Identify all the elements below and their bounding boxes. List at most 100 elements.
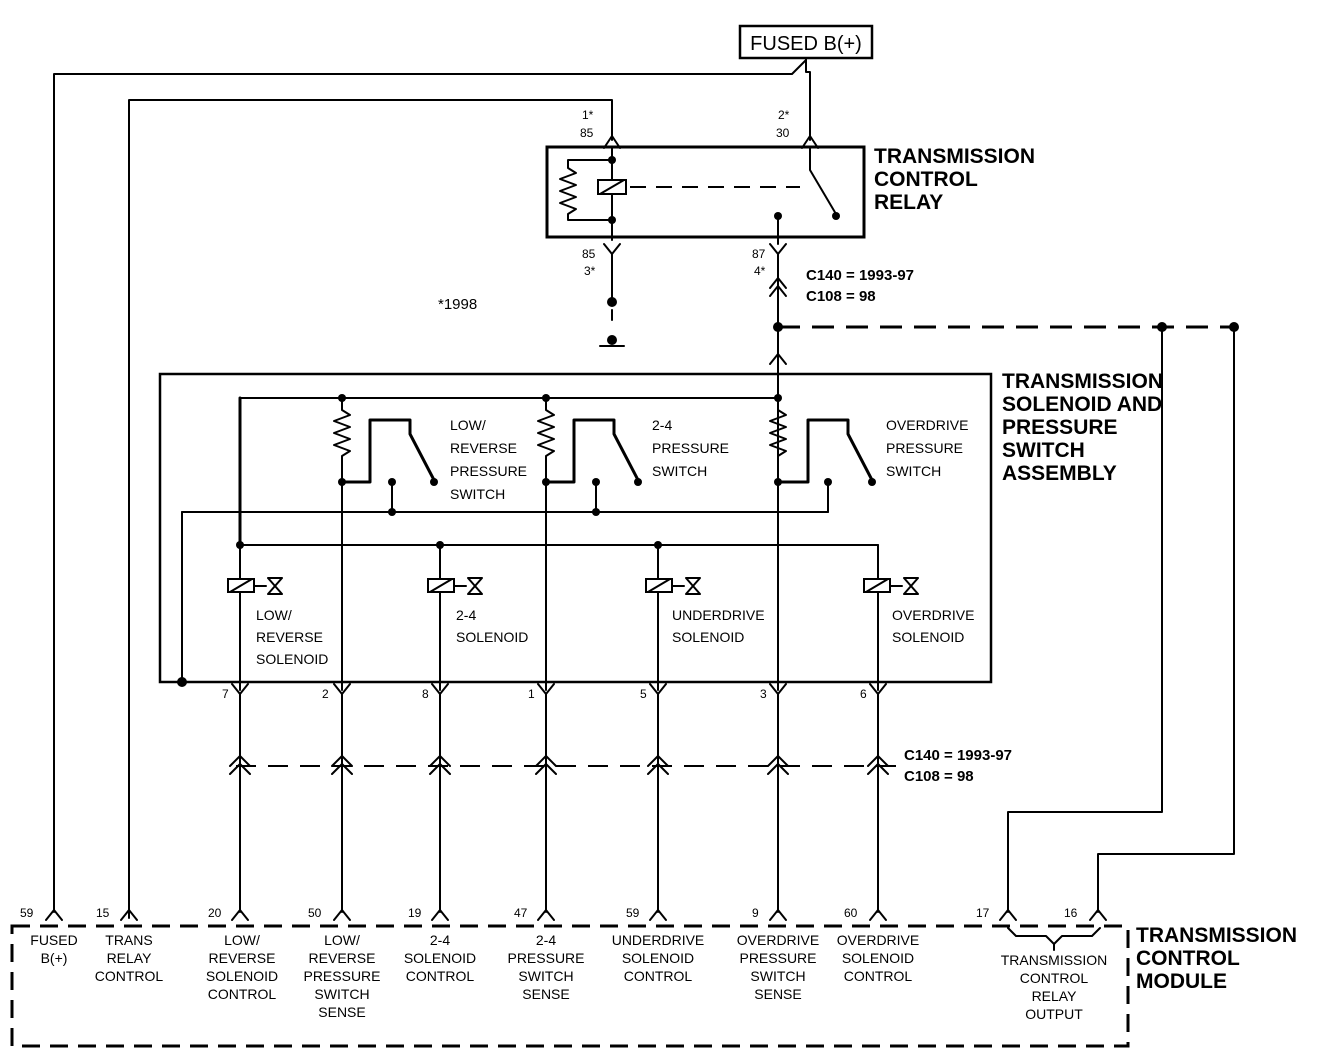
relay-pin-85-label: 85	[580, 126, 594, 140]
relay-pin-87-label: 87	[752, 247, 766, 261]
relay-title-line-1: TRANSMISSION	[874, 145, 1035, 168]
od-switch-label-3: SWITCH	[886, 463, 941, 479]
tcm-relay-output-label-3: RELAY	[1032, 988, 1078, 1004]
relay-pin-86-label: 85	[582, 247, 596, 261]
relay-control-wire	[128, 99, 613, 919]
assembly-pin-7: 7	[222, 687, 229, 701]
lr-switch-label-3: PRESSURE	[450, 463, 527, 479]
tcm-label-47-4: SENSE	[522, 986, 569, 1002]
tcm-pin-16-wire	[1097, 326, 1235, 913]
od-solenoid-label-2: SOLENOID	[892, 629, 964, 645]
tcm-pin-20-number: 20	[208, 906, 222, 920]
24-solenoid-label-2: SOLENOID	[456, 629, 528, 645]
tcm-pin-59b-number: 59	[626, 906, 640, 920]
relay-pin-86-connector	[603, 243, 621, 255]
lr-solenoid	[227, 544, 283, 691]
tcm-pin-17-wire	[1007, 326, 1163, 913]
tcm-label-9-2: PRESSURE	[739, 950, 816, 966]
tcm-pin-19-number: 19	[408, 906, 422, 920]
tcm-pin-60-number: 60	[844, 906, 858, 920]
relay-contact-arm	[809, 147, 837, 215]
assembly-pin-connectors	[231, 683, 887, 695]
od-pressure-switch	[776, 418, 874, 484]
assembly-pin-2: 2	[322, 687, 329, 701]
tcm-label-20-3: SOLENOID	[206, 968, 278, 984]
tcm-pin-47-number: 47	[514, 906, 528, 920]
ud-solenoid-label-2: SOLENOID	[672, 629, 744, 645]
tcm-label-60-2: SOLENOID	[842, 950, 914, 966]
assembly-pin-8: 8	[422, 687, 429, 701]
tcm-label-47-1: 2-4	[536, 932, 556, 948]
lr-switch-resistor	[333, 397, 351, 691]
tcm-pin-59-number: 59	[20, 906, 34, 920]
lr-switch-label-2: REVERSE	[450, 440, 517, 456]
tcm-title-line-1: TRANSMISSION	[1136, 924, 1297, 947]
24-switch-ground-terminal	[592, 478, 600, 486]
fuse-feed-relay-wire	[805, 57, 811, 141]
tcm-label-59b-3: CONTROL	[624, 968, 693, 984]
assembly-pin-1: 1	[528, 687, 535, 701]
24-solenoid-label-1: 2-4	[456, 607, 476, 623]
tcm-label-59b-1: UNDERDRIVE	[612, 932, 705, 948]
tcm-label-19-3: CONTROL	[406, 968, 475, 984]
assembly-pin-5: 5	[640, 687, 647, 701]
assembly-title-line-3: PRESSURE	[1002, 416, 1118, 439]
tcm-label-15-1: TRANS	[105, 932, 152, 948]
ud-solenoid	[645, 544, 701, 691]
assembly-to-tcm-wires	[239, 693, 879, 913]
24-pressure-switch	[544, 418, 640, 484]
tcm-label-59-2: B(+)	[41, 950, 68, 966]
od-switch-label-1: OVERDRIVE	[886, 417, 968, 433]
tcm-label-15-2: RELAY	[107, 950, 153, 966]
24-switch-contact	[634, 478, 642, 486]
assembly-pin-3: 3	[760, 687, 767, 701]
lr-solenoid-label-3: SOLENOID	[256, 651, 328, 667]
assembly-box	[158, 372, 993, 684]
24-solenoid	[427, 544, 483, 691]
connector-top-line-2: C108 = 98	[806, 288, 876, 305]
tcm-pin-15-number: 15	[96, 906, 110, 920]
relay-pin-4-label: 4*	[754, 264, 766, 278]
relay-title-line-3: RELAY	[874, 191, 943, 214]
tcm-label-19-1: 2-4	[430, 932, 450, 948]
tcm-label-20-2: REVERSE	[209, 950, 276, 966]
ud-solenoid-label-1: UNDERDRIVE	[672, 607, 765, 623]
relay-pin-30-label: 30	[776, 126, 790, 140]
relay-pin-1-label: 1*	[582, 108, 594, 122]
24-switch-resistor	[537, 397, 555, 691]
od-switch-ground-terminal	[824, 478, 832, 486]
tcm-pin-50-number: 50	[308, 906, 322, 920]
relay-ground-point	[607, 335, 617, 345]
relay-title-line-2: CONTROL	[874, 168, 978, 191]
tcm-label-50-2: REVERSE	[309, 950, 376, 966]
relay-pin-30-connector	[801, 135, 819, 149]
24-switch-label-1: 2-4	[652, 417, 672, 433]
tcm-pin-labels: FUSED B(+) TRANS RELAY CONTROL LOW/ REVE…	[30, 932, 1107, 1022]
bus-junction-od	[774, 394, 782, 402]
od-switch-resistor	[769, 409, 787, 457]
assembly-title-line-4: SWITCH	[1002, 439, 1085, 462]
tcm-box	[10, 924, 1130, 1048]
footnote: *1998	[438, 296, 477, 313]
assembly-pin-6: 6	[860, 687, 867, 701]
fuse-label: FUSED B(+)	[750, 33, 862, 55]
tcm-title-line-3: MODULE	[1136, 970, 1227, 993]
tcm-label-50-4: SWITCH	[314, 986, 369, 1002]
tcm-label-9-1: OVERDRIVE	[737, 932, 819, 948]
relay-resistor	[559, 159, 613, 221]
ground-bus-junction-lr	[388, 508, 396, 516]
assembly-title-line-5: ASSEMBLY	[1002, 462, 1117, 485]
tcm-label-20-1: LOW/	[224, 932, 260, 948]
tcm-pin-17-number: 17	[976, 906, 990, 920]
tcm-pin-9-number: 9	[752, 906, 759, 920]
lr-pressure-switch	[340, 418, 436, 484]
tcm-label-59b-2: SOLENOID	[622, 950, 694, 966]
tcm-label-59-1: FUSED	[30, 932, 77, 948]
od-solenoid	[863, 544, 919, 691]
tcm-label-47-2: PRESSURE	[507, 950, 584, 966]
connector-top-line-1: C140 = 1993-97	[806, 267, 914, 284]
lr-switch-ground-terminal	[388, 478, 396, 486]
tcm-title-line-2: CONTROL	[1136, 947, 1240, 970]
lr-switch-contact	[430, 478, 438, 486]
